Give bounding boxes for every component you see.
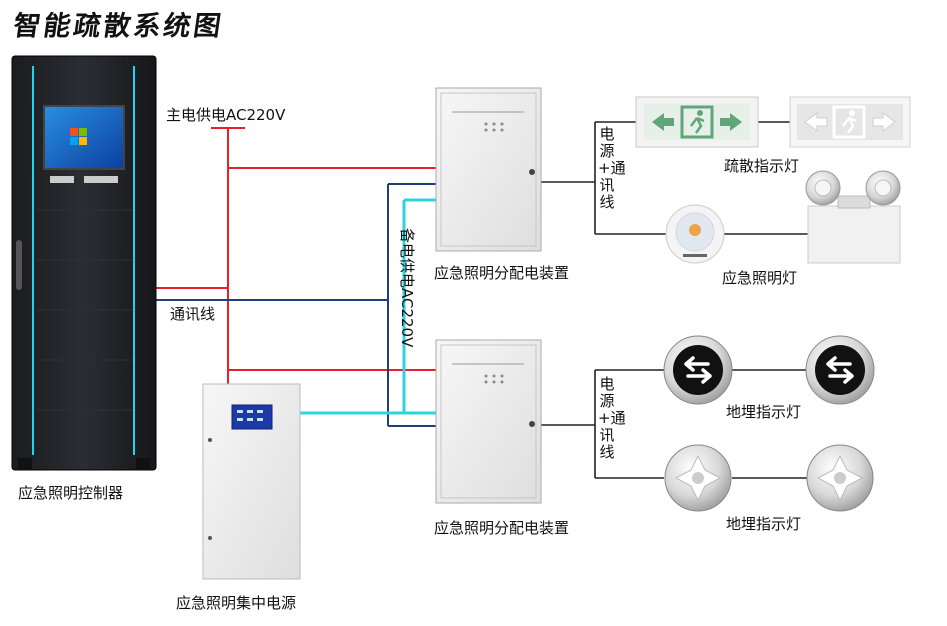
arrow-left-icon <box>652 113 674 131</box>
arrow-right-icon <box>720 113 742 131</box>
main-power-wires <box>155 127 436 384</box>
arrow-left-icon <box>804 112 828 132</box>
emergency-light-label: 应急照明灯 <box>722 269 798 287</box>
floor-sign-silver-1 <box>664 444 732 512</box>
running-man-icon <box>680 105 714 139</box>
exit-sign-1 <box>635 96 759 148</box>
controller-cabinet <box>11 55 157 471</box>
distributor-box-bottom <box>435 339 542 504</box>
bidirectional-arrow-icon <box>826 356 854 384</box>
central-power-label: 应急照明集中电源 <box>176 594 297 612</box>
display-panel-icon <box>231 404 273 430</box>
comm-line-label: 通讯线 <box>170 305 216 323</box>
central-power-cabinet <box>202 383 301 580</box>
power-comm-label-bottom: 电源+通讯线 <box>598 375 626 461</box>
backup-power-label: 备电供电AC220V <box>398 228 416 348</box>
branch-wires <box>541 121 808 479</box>
power-comm-label-top: 电源+通讯线 <box>598 125 626 211</box>
floor-sign-bottom-label: 地埋指示灯 <box>726 515 802 533</box>
door-handle-icon <box>16 240 22 290</box>
main-power-label: 主电供电AC220V <box>166 106 286 124</box>
exit-sign-label: 疏散指示灯 <box>724 157 800 175</box>
bidirectional-arrow-icon <box>684 356 712 384</box>
floor-sign-black-2 <box>805 335 875 405</box>
backup-power-wires <box>300 198 436 415</box>
distributor-bottom-label: 应急照明分配电装置 <box>434 519 570 537</box>
distributor-box-top <box>435 87 542 252</box>
floor-sign-black-1 <box>663 335 733 405</box>
floor-sign-silver-2 <box>806 444 874 512</box>
diagram-title: 智能疏散系统图 <box>11 11 226 42</box>
running-man-icon <box>832 105 866 139</box>
controller-label: 应急照明控制器 <box>18 484 124 502</box>
floor-sign-top-label: 地埋指示灯 <box>726 403 802 421</box>
ceiling-emergency-light <box>665 204 725 264</box>
twin-head-emergency-light <box>805 170 901 264</box>
exit-sign-2 <box>789 96 911 148</box>
comm-wires <box>155 183 436 427</box>
arrow-right-icon <box>872 112 896 132</box>
distributor-top-label: 应急照明分配电装置 <box>434 264 570 282</box>
